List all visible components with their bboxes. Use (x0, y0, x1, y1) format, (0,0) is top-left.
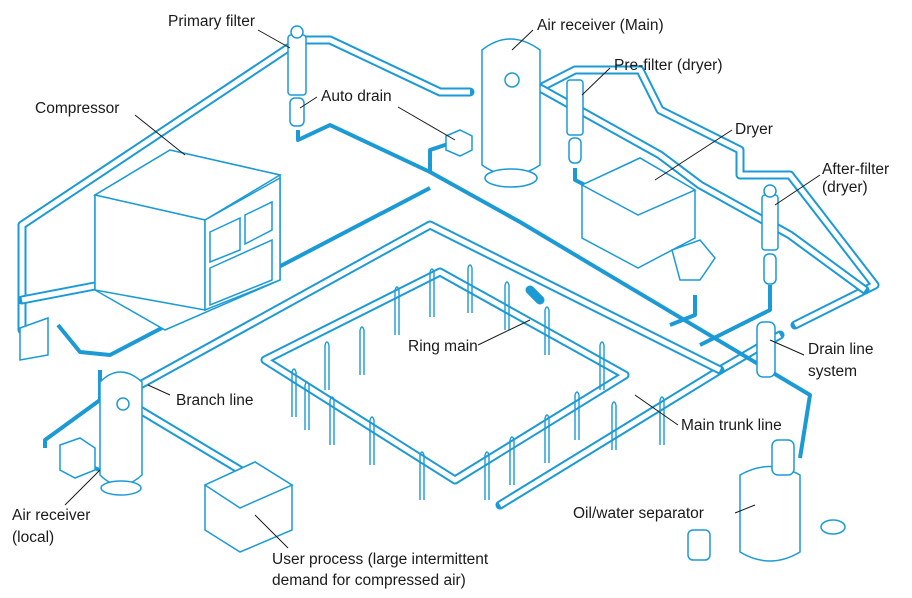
compressor-support-foot (19, 316, 49, 361)
ring-main-drops (291, 264, 665, 500)
compressor (19, 149, 282, 361)
branch-pipe (135, 220, 725, 390)
label-user-process-sub: demand for compressed air) (272, 572, 466, 589)
pre-filter-dryer (566, 79, 584, 164)
ring-main-drop-leg (544, 306, 550, 355)
ring-main-pipe (260, 267, 630, 485)
ring-main-drop-leg (394, 286, 400, 335)
pipe-network (17, 35, 880, 510)
ring-main-drop-leg (329, 396, 335, 445)
drain-line-riser (756, 321, 776, 378)
receiver-to-dryer-pipe (535, 83, 870, 295)
ring-main-drop-leg (504, 281, 510, 330)
pressure-gauge-icon (116, 397, 130, 411)
label-air-receiver-local: Air receiver (12, 507, 90, 524)
ring-main-drop-leg (369, 416, 375, 465)
drain-line-local-receiver-branch (43, 370, 102, 448)
oil-water-separator (687, 439, 846, 562)
ring-main-drop-leg (659, 396, 665, 445)
compressor-panel-door (244, 200, 273, 246)
dryer-bypass-manifold (535, 65, 880, 330)
ring-main-drop-leg (599, 341, 605, 390)
ring-main-drop-leg (304, 381, 310, 430)
labels: Primary filter Air receiver (Main) Pre-f… (12, 13, 889, 589)
label-drain-line-sub: system (808, 363, 857, 380)
ring-main-drop-leg (484, 451, 490, 500)
label-main-trunk-line: Main trunk line (681, 417, 782, 434)
user-process-box (203, 461, 294, 553)
ring-main-drop-leg (467, 264, 473, 313)
primary-filter (287, 25, 307, 127)
label-dryer: Dryer (735, 121, 773, 138)
dryer-drain-trap (671, 239, 716, 281)
oil-collection-container (687, 529, 711, 561)
label-air-receiver-main: Air receiver (Main) (537, 17, 664, 34)
grate-icon (820, 519, 846, 535)
label-after-filter: After-filter (822, 161, 889, 178)
air-receiver-local (99, 371, 143, 496)
ring-main-drop-leg (359, 326, 365, 375)
label-primary-filter: Primary filter (168, 13, 255, 30)
compressor-outlet-pipe (17, 280, 105, 305)
label-user-process: User process (large intermittent (272, 551, 489, 568)
label-branch-line: Branch line (176, 392, 254, 409)
label-oil-water-separator: Oil/water separator (573, 505, 704, 522)
ring-main-drop-leg (324, 341, 330, 390)
label-pre-filter: Pre-filter (dryer) (614, 57, 723, 74)
label-ring-main: Ring main (408, 338, 478, 355)
ring-main-drop-leg (419, 451, 425, 500)
label-compressor: Compressor (35, 100, 119, 117)
ring-main-drop-leg (611, 401, 617, 450)
label-air-receiver-local-sub: (local) (12, 529, 54, 546)
compressor-discharge-pipe (17, 35, 475, 335)
local-drain-box (59, 437, 96, 479)
label-after-filter-sub: (dryer) (822, 179, 868, 196)
auto-drain (445, 129, 473, 157)
dryer (580, 157, 716, 281)
user-process-feed-pipe (135, 405, 245, 475)
leader-lines (64, 29, 821, 549)
compressor-panel-door (209, 216, 241, 264)
after-filter-dryer (761, 184, 779, 285)
air-receiver-main (481, 38, 541, 188)
drain-line-dryer-branch (669, 295, 697, 327)
label-drain-line: Drain line (808, 341, 873, 358)
ring-main-drop-leg (544, 414, 550, 463)
drain-line-afterfilter-branch (699, 285, 772, 347)
ring-main-drop-leg (574, 391, 580, 440)
ring-main-drop-leg (429, 268, 435, 317)
ring-main-drop-leg (509, 436, 515, 485)
label-auto-drain: Auto drain (321, 88, 392, 105)
compressor-panel-door (209, 238, 273, 307)
ring-main-drop-leg (291, 368, 297, 417)
pressure-gauge-icon (504, 72, 520, 88)
